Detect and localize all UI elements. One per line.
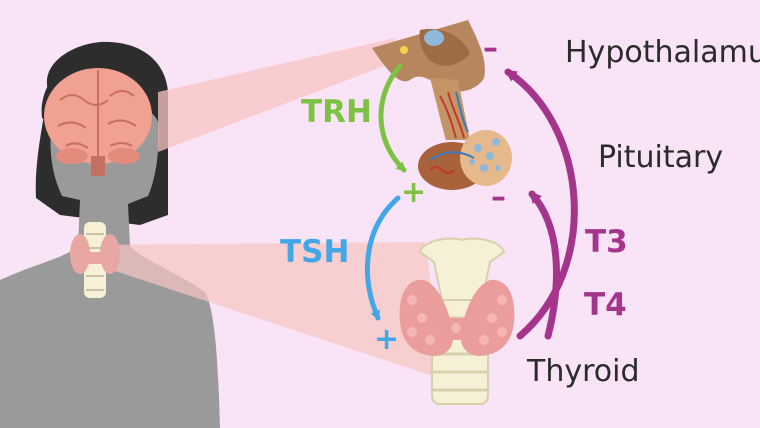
trh-label: TRH [301,94,372,130]
hypothalamus-inhibition-sign: – [483,31,498,66]
zoom-beam-brain [158,38,395,152]
tsh-label: TSH [280,234,350,270]
pituitary-label: Pituitary [598,140,724,175]
pituitary-anterior-lobe [460,130,512,186]
feedback-arrow-to-pituitary [528,190,560,340]
hypothalamus-label: Hypothalamus [565,35,760,70]
t3-label: T3 [585,224,628,260]
t4-label: T4 [584,287,627,323]
feedback-arrow-to-hypothalamus [504,68,578,340]
zoom-beam-thyroid [92,242,445,380]
tsh-stimulation-sign: + [374,322,400,357]
hair-fringe [41,52,167,125]
brain-illustration [44,68,152,176]
trh-arrow [378,63,407,173]
pituitary-inhibition-sign: – [491,180,506,215]
thyroid-on-neck [70,222,120,298]
trh-stimulation-sign: + [401,175,427,210]
hypothalamus-pituitary-illustration [372,20,512,190]
thyroid-label: Thyroid [527,354,640,389]
thyroid-illustration [399,237,515,405]
tsh-arrow [365,195,401,321]
